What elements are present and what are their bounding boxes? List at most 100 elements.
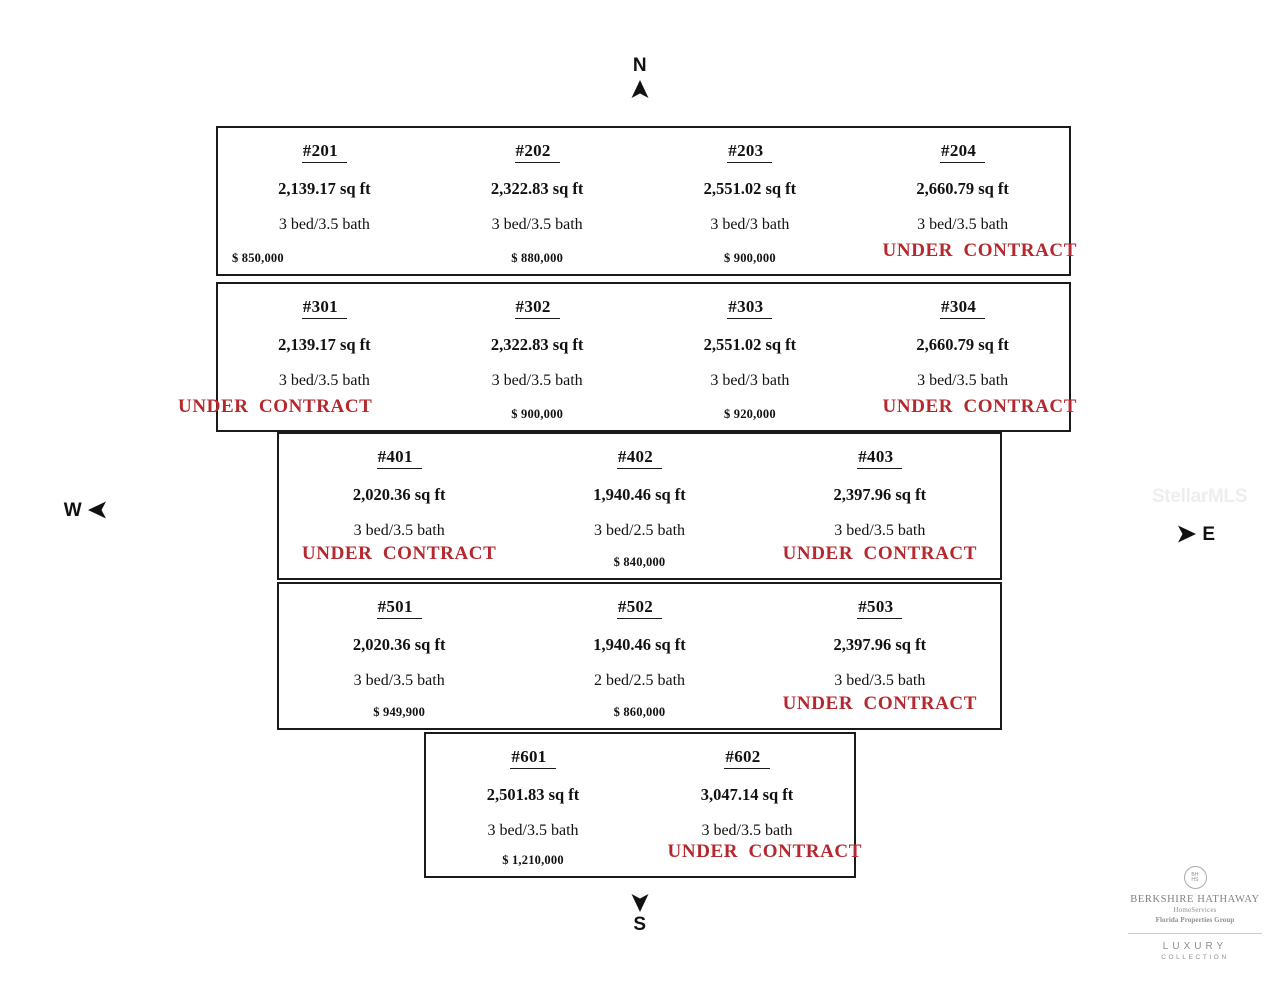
- unit-beds: 3 bed/3.5 bath: [701, 822, 793, 839]
- floor-block-2: #201 2,139.17 sq ft 3 bed/3.5 bath $ 850…: [216, 126, 1077, 276]
- unit-id: #201: [301, 141, 347, 163]
- unit-301[interactable]: #301 2,139.17 sq ft 3 bed/3.5 bath UNDER…: [178, 284, 431, 430]
- unit-403[interactable]: #403 2,397.96 sq ft 3 bed/3.5 bath UNDER…: [760, 434, 1000, 578]
- floor-block-3: #301 2,139.17 sq ft 3 bed/3.5 bath UNDER…: [178, 282, 1077, 432]
- unit-id: #203: [727, 141, 773, 163]
- unit-beds: 3 bed/3.5 bath: [834, 522, 926, 539]
- unit-beds: 3 bed/3 bath: [710, 372, 790, 389]
- brand-name: BERKSHIRE HATHAWAY: [1130, 894, 1260, 905]
- unit-beds: 3 bed/3.5 bath: [353, 522, 445, 539]
- unit-beds: 3 bed/3.5 bath: [491, 372, 583, 389]
- brand-region: Florida Properties Group: [1155, 916, 1235, 924]
- unit-size: 2,397.96 sq ft: [833, 635, 927, 654]
- status-badge: UNDER CONTRACT: [882, 396, 1077, 417]
- unit-502[interactable]: #502 1,940.46 sq ft 2 bed/2.5 bath $ 860…: [519, 584, 759, 728]
- unit-id: #502: [616, 597, 663, 619]
- unit-beds: 3 bed/3.5 bath: [353, 672, 445, 689]
- unit-501[interactable]: #501 2,020.36 sq ft 3 bed/3.5 bath $ 949…: [279, 584, 519, 728]
- unit-price: $ 1,210,000: [502, 853, 564, 867]
- bhhs-seal-icon: BH HS: [1183, 866, 1207, 889]
- stellar-mls-watermark: StellarMLS: [1152, 486, 1248, 507]
- unit-beds: 3 bed/3.5 bath: [917, 216, 1009, 233]
- unit-601[interactable]: #601 2,501.83 sq ft 3 bed/3.5 bath $ 1,2…: [426, 734, 640, 876]
- unit-201[interactable]: #201 2,139.17 sq ft 3 bed/3.5 bath $ 850…: [218, 128, 431, 274]
- unit-size: 2,660.79 sq ft: [916, 335, 1009, 354]
- brand-sub: HomeServices: [1173, 906, 1217, 914]
- unit-price: $ 850,000: [232, 251, 284, 265]
- compass-west: W: [50, 500, 122, 520]
- collection-label: COLLECTION: [1161, 954, 1229, 961]
- unit-beds: 3 bed/3 bath: [710, 216, 790, 233]
- unit-302[interactable]: #302 2,322.83 sq ft 3 bed/3.5 bath $ 900…: [431, 284, 644, 430]
- unit-size: 2,322.83 sq ft: [490, 179, 584, 198]
- unit-beds: 3 bed/3.5 bath: [917, 372, 1009, 389]
- compass-east: E: [1160, 524, 1232, 544]
- unit-602[interactable]: #602 3,047.14 sq ft 3 bed/3.5 bath UNDER…: [640, 734, 862, 876]
- unit-204[interactable]: #204 2,660.79 sq ft 3 bed/3.5 bath UNDER…: [856, 128, 1077, 274]
- unit-303[interactable]: #303 2,551.02 sq ft 3 bed/3 bath $ 920,0…: [644, 284, 857, 430]
- unit-price: $ 900,000: [723, 251, 776, 265]
- unit-id: #401: [376, 447, 422, 469]
- seal-bottom-text: HS: [1191, 876, 1199, 883]
- compass-north-label: N: [632, 55, 648, 76]
- unit-size: 1,940.46 sq ft: [593, 485, 686, 504]
- unit-size: 3,047.14 sq ft: [700, 785, 794, 804]
- unit-price: $ 920,000: [723, 407, 776, 421]
- status-badge: UNDER CONTRACT: [782, 693, 978, 714]
- unit-id: #204: [940, 141, 986, 163]
- arrow-up-icon: [631, 80, 649, 98]
- unit-id: #302: [514, 297, 560, 319]
- status-badge: UNDER CONTRACT: [782, 543, 978, 564]
- unit-size: 2,501.83 sq ft: [486, 785, 580, 804]
- unit-203[interactable]: #203 2,551.02 sq ft 3 bed/3 bath $ 900,0…: [644, 128, 857, 274]
- unit-price: $ 840,000: [613, 555, 666, 569]
- status-badge: UNDER CONTRACT: [301, 543, 497, 564]
- luxury-label: LUXURY: [1162, 941, 1228, 952]
- compass-south: S: [608, 893, 672, 934]
- brand-logo: BH HS BERKSHIRE HATHAWAY HomeServices Fl…: [1122, 866, 1268, 961]
- unit-price: $ 860,000: [613, 705, 666, 719]
- unit-size: 2,139.17 sq ft: [278, 335, 371, 354]
- unit-id: #601: [510, 747, 556, 769]
- unit-401[interactable]: #401 2,020.36 sq ft 3 bed/3.5 bath UNDER…: [279, 434, 519, 578]
- compass-south-label: S: [633, 914, 647, 935]
- unit-304[interactable]: #304 2,660.79 sq ft 3 bed/3.5 bath UNDER…: [856, 284, 1077, 430]
- unit-beds: 3 bed/3.5 bath: [278, 372, 370, 389]
- unit-id: #303: [727, 297, 773, 319]
- unit-size: 2,322.83 sq ft: [490, 335, 584, 354]
- unit-price: $ 880,000: [511, 251, 564, 265]
- unit-beds: 3 bed/2.5 bath: [593, 522, 686, 539]
- unit-503[interactable]: #503 2,397.96 sq ft 3 bed/3.5 bath UNDER…: [760, 584, 1000, 728]
- unit-size: 2,139.17 sq ft: [278, 179, 371, 198]
- arrow-left-icon: [88, 501, 107, 519]
- unit-id: #503: [857, 597, 903, 619]
- unit-size: 2,551.02 sq ft: [703, 335, 797, 354]
- unit-id: #402: [616, 447, 663, 469]
- unit-size: 2,551.02 sq ft: [703, 179, 797, 198]
- unit-id: #202: [514, 141, 560, 163]
- status-badge: UNDER CONTRACT: [178, 396, 373, 417]
- unit-202[interactable]: #202 2,322.83 sq ft 3 bed/3.5 bath $ 880…: [431, 128, 644, 274]
- floor-block-5: #501 2,020.36 sq ft 3 bed/3.5 bath $ 949…: [277, 582, 1002, 730]
- unit-price: $ 900,000: [511, 407, 564, 421]
- unit-402[interactable]: #402 1,940.46 sq ft 3 bed/2.5 bath $ 840…: [519, 434, 759, 578]
- compass-east-label: E: [1202, 523, 1216, 545]
- compass-west-label: W: [63, 499, 83, 521]
- unit-size: 2,020.36 sq ft: [352, 485, 446, 504]
- unit-size: 1,940.46 sq ft: [593, 635, 686, 654]
- unit-beds: 3 bed/3.5 bath: [491, 216, 583, 233]
- unit-size: 2,397.96 sq ft: [833, 485, 927, 504]
- unit-beds: 2 bed/2.5 bath: [593, 672, 686, 689]
- unit-beds: 3 bed/3.5 bath: [487, 822, 579, 839]
- seal-top-text: BH: [1191, 871, 1199, 878]
- arrow-down-icon: [631, 894, 649, 912]
- unit-id: #501: [376, 597, 422, 619]
- unit-id: #403: [857, 447, 903, 469]
- arrow-right-icon: [1178, 525, 1197, 543]
- unit-id: #301: [301, 297, 347, 319]
- unit-id: #304: [940, 297, 986, 319]
- unit-id: #602: [724, 747, 770, 769]
- unit-beds: 3 bed/3.5 bath: [278, 216, 370, 233]
- compass-north: N: [608, 56, 672, 100]
- status-badge: UNDER CONTRACT: [882, 240, 1077, 261]
